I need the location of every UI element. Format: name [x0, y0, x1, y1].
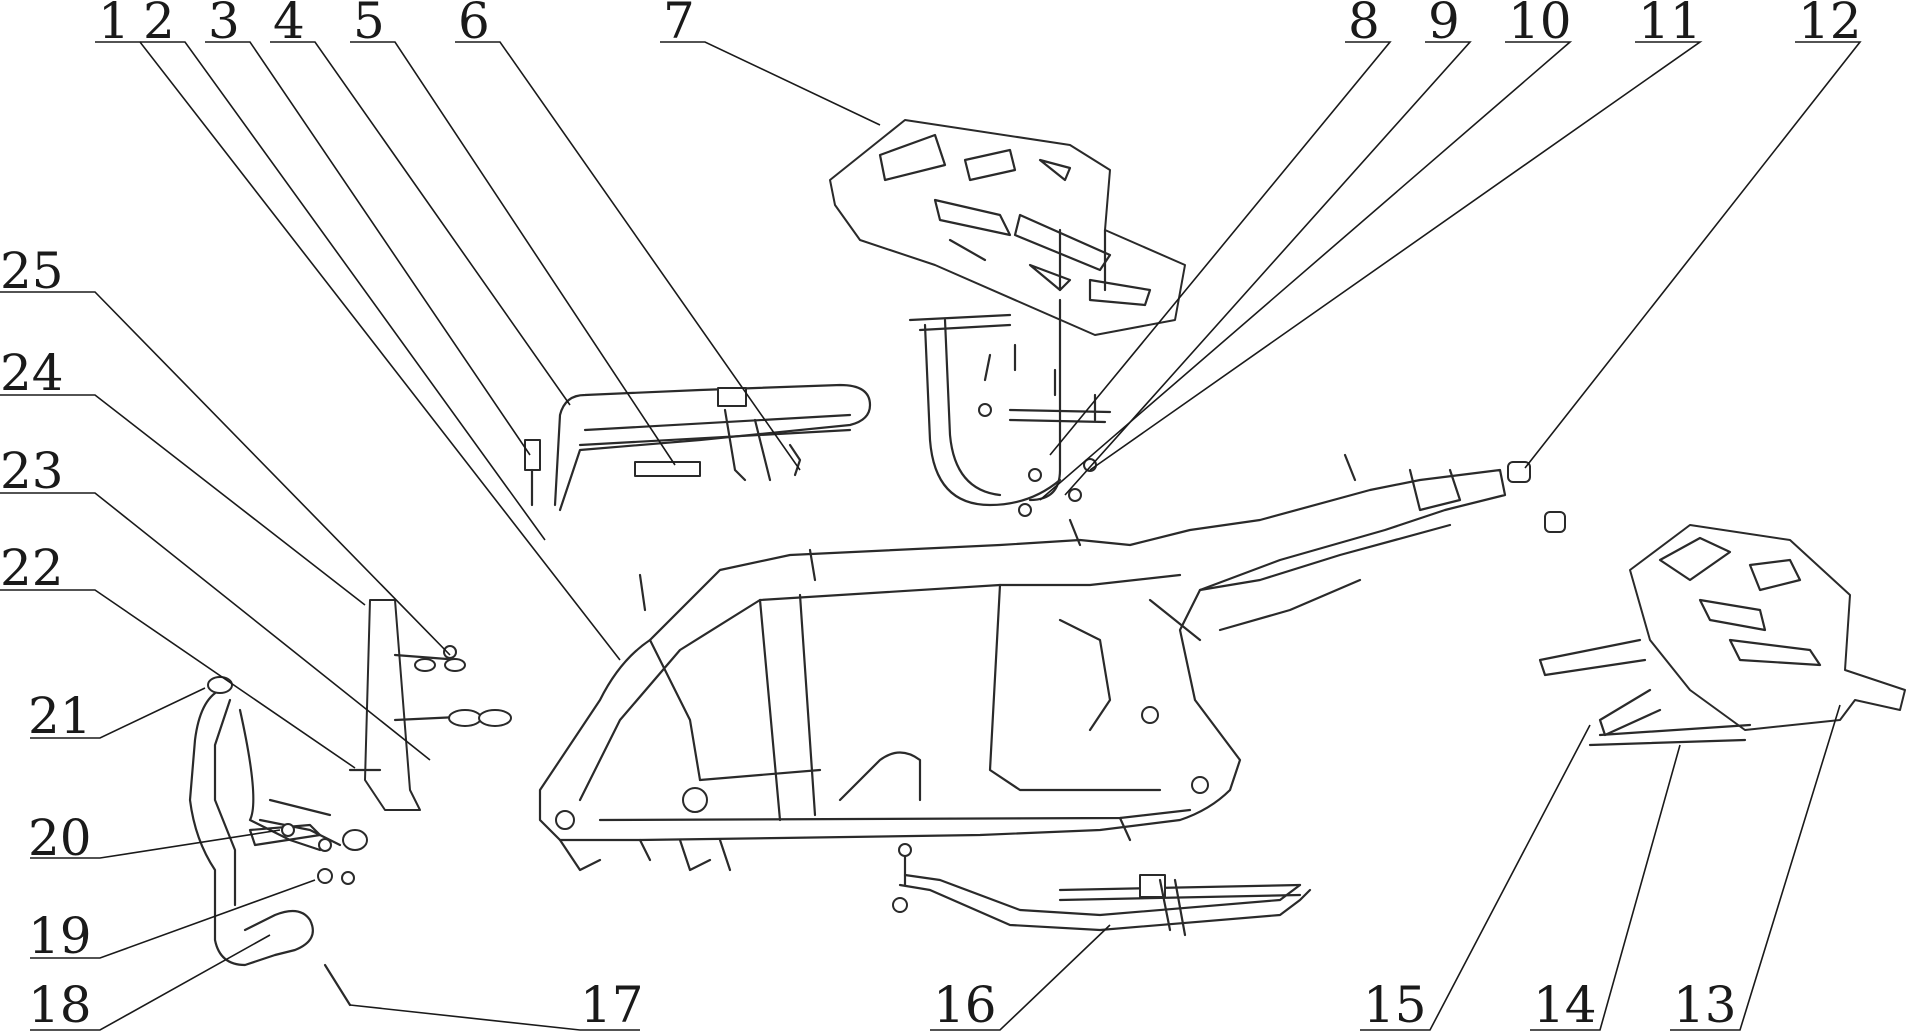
callout-20: 20 — [28, 809, 92, 867]
leader-lines — [0, 41, 1862, 1031]
callout-12: 12 — [1798, 0, 1862, 50]
callout-15: 15 — [1363, 976, 1427, 1031]
callout-4: 4 — [273, 0, 305, 50]
right-footrest-bar — [892, 843, 1312, 937]
callout-5: 5 — [353, 0, 385, 50]
callout-24: 24 — [0, 344, 64, 402]
callout-16: 16 — [933, 976, 997, 1031]
bolt-3 — [524, 439, 541, 507]
callout-14: 14 — [1533, 976, 1597, 1031]
callout-10: 10 — [1508, 0, 1572, 50]
front-bumper — [553, 383, 872, 512]
left-rear-bumper — [188, 676, 368, 1007]
callout-17: 17 — [580, 976, 644, 1031]
callout-1: 1 — [98, 0, 130, 50]
callout-18: 18 — [28, 976, 92, 1031]
rear-luggage-rack — [829, 119, 1186, 517]
callout-2: 2 — [143, 0, 175, 50]
callout-11: 11 — [1638, 0, 1702, 50]
callout-3: 3 — [208, 0, 240, 50]
callout-9: 9 — [1428, 0, 1460, 50]
callout-19: 19 — [28, 907, 92, 965]
callout-13: 13 — [1673, 976, 1737, 1031]
callout-8: 8 — [1348, 0, 1380, 50]
callout-labels: 1 2 3 4 5 6 7 8 9 10 11 12 13 14 15 16 1… — [0, 0, 1862, 1034]
rubber-bushings — [1507, 461, 1566, 533]
front-rack — [1538, 524, 1906, 747]
callout-7: 7 — [663, 0, 695, 50]
callout-22: 22 — [0, 539, 64, 597]
callout-6: 6 — [458, 0, 490, 50]
callout-25: 25 — [0, 242, 64, 300]
callout-21: 21 — [28, 687, 92, 745]
mounting-bracket-plate — [348, 599, 512, 811]
main-frame — [538, 453, 1507, 872]
callout-23: 23 — [0, 442, 64, 500]
